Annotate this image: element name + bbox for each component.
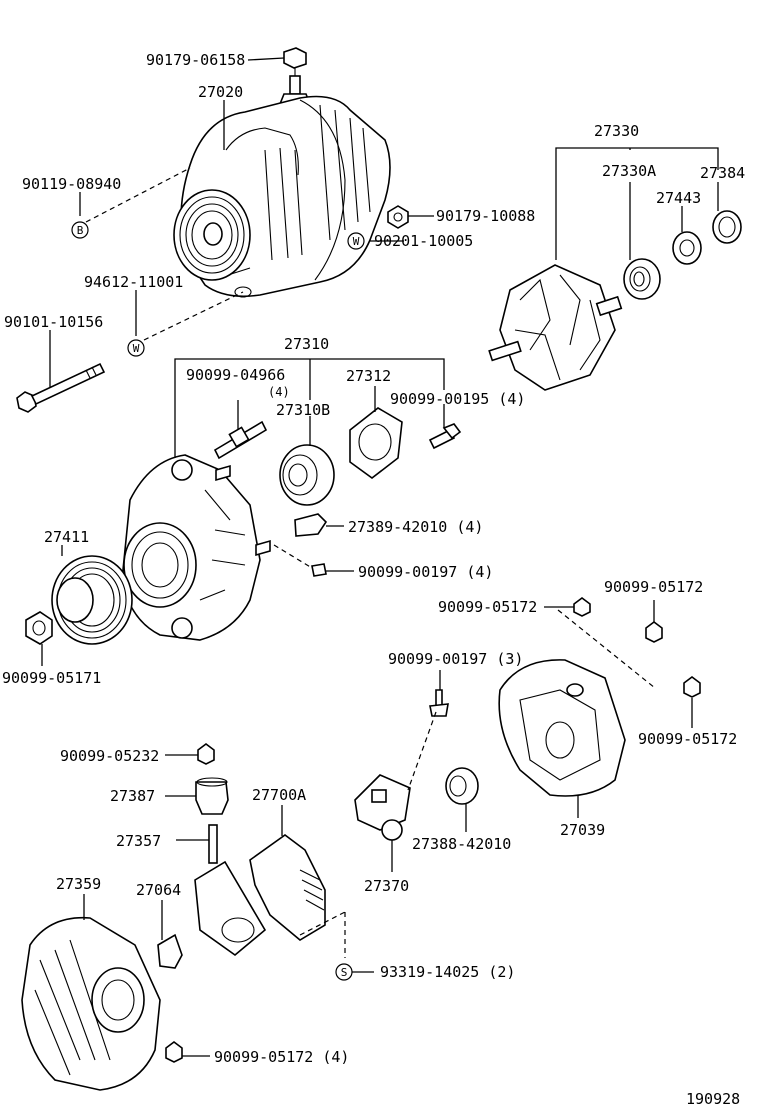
terminal-nut-05232-illustration [197,743,215,765]
marker-s: S [335,963,353,981]
pulley-illustration [51,555,133,645]
part-label: 90099-05172 [638,730,737,748]
terminal-nut-10088-illustration [387,205,409,229]
insulator-illustration [294,513,328,537]
part-label: 90099-05172 [604,578,703,596]
part-label: 90099-00197 (3) [388,650,523,668]
part-label: 27064 [136,881,181,899]
stud-bolt-illustration [213,420,268,460]
rear-bearing-illustration [623,258,661,300]
bearing-retainer-illustration [712,210,742,244]
part-label: 90099-05172 (4) [214,1048,349,1066]
voltage-regulator-illustration [249,834,326,941]
rear-cover-illustration [21,916,161,1091]
part-label: 90179-10088 [436,207,535,225]
part-label: 27700A [252,786,306,804]
gasket-illustration [157,933,183,969]
rotor-illustration [488,264,623,391]
part-label: 90099-05232 [60,747,159,765]
marker-w-bracket: W [127,339,145,357]
part-label: (4) [268,385,290,399]
bearing-cover-illustration [672,231,702,265]
part-label: 27020 [198,83,243,101]
part-label: 90179-06158 [146,51,245,69]
brush-holder-illustration [354,774,411,841]
rear-frame-illustration [498,659,626,797]
part-label: 27384 [700,164,745,182]
marker-w-washer: W [347,232,365,250]
part-label: 27388-42010 [412,835,511,853]
front-bearing-illustration [279,444,335,506]
leader-lines [41,57,719,1057]
part-label: 27330 [594,122,639,140]
part-label: 27310B [276,401,330,419]
diagram-id: 190928 [686,1090,740,1108]
pulley-nut-illustration [25,611,53,645]
svg-text:B: B [77,224,84,237]
part-label: 27357 [116,832,161,850]
part-label: 27039 [560,821,605,839]
alternator-assembly-illustration [173,95,391,298]
insulator-bushing-illustration [445,767,479,805]
part-label: 90101-10156 [4,313,103,331]
cover-nut-illustration [165,1041,183,1063]
part-label: 90201-10005 [374,232,473,250]
part-label: 27330A [602,162,656,180]
terminal-nut-illustration [278,47,312,105]
part-label: 90099-04966 [186,366,285,384]
svg-text:S: S [341,966,348,979]
part-label: 27387 [110,787,155,805]
part-label: 27370 [364,877,409,895]
marker-b: B [71,221,89,239]
part-label: 27310 [284,335,329,353]
svg-text:W: W [133,342,140,355]
part-label: 27312 [346,367,391,385]
terminal-bolt-illustration [194,824,267,957]
part-label: 90099-05172 [438,598,537,616]
part-label: 90099-05171 [2,669,101,687]
part-label: 93319-14025 (2) [380,963,515,981]
part-label: 90099-00197 (4) [358,563,493,581]
plate-screw-illustration [428,423,462,450]
part-label: 27359 [56,875,101,893]
retainer-plate-illustration [349,407,403,479]
part-label: 90099-00195 (4) [390,390,525,408]
part-label: 27443 [656,189,701,207]
part-label: 94612-11001 [84,273,183,291]
part-label: 90119-08940 [22,175,121,193]
rectifier-screw-illustration [429,689,449,717]
through-bolt-illustration [16,362,106,413]
terminal-insulator-illustration [195,777,229,815]
part-label: 27411 [44,528,89,546]
part-label: 27389-42010 (4) [348,518,483,536]
frame-screw-illustration [215,464,327,577]
drive-end-frame-illustration [121,454,261,641]
svg-text:W: W [353,235,360,248]
part-labels: 90179-06158 27020 90119-08940 90179-1008… [2,51,745,1108]
